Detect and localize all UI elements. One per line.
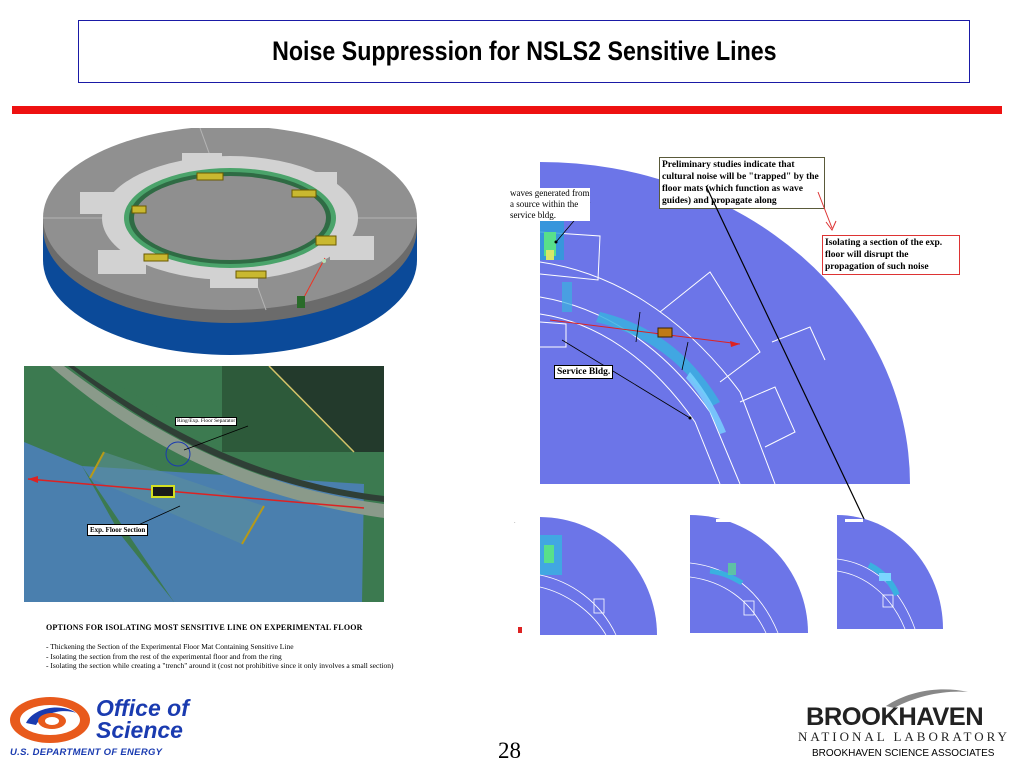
doe-label: U.S. DEPARTMENT OF ENERGY — [10, 747, 163, 758]
page-number: 28 — [498, 738, 521, 763]
simulation-snapshot-1: - — [514, 517, 657, 636]
floor-section-illustration — [24, 366, 384, 602]
option-item-3: - Isolating the section while creating a… — [46, 661, 394, 670]
ring-3d-illustration — [43, 128, 417, 355]
option-item-2: - Isolating the section from the rest of… — [46, 652, 282, 661]
slide-title: Noise Suppression for NSLS2 Sensitive Li… — [271, 36, 777, 66]
exp-floor-section-label: Exp. Floor Section — [87, 524, 149, 536]
office-line-2: Science — [96, 717, 183, 743]
ring-separator-label: Ring/Exp. Floor Separator — [175, 417, 238, 426]
brookhaven-subtitle: NATIONAL LABORATORY — [798, 729, 1010, 744]
svg-text:-: - — [514, 519, 516, 524]
simulation-main-view — [540, 162, 910, 484]
simulation-snapshot-3 — [836, 515, 943, 630]
office-line-1: Office of — [96, 695, 189, 721]
service-bldg-callout: Service Bldg. — [554, 365, 614, 379]
title-box: Noise Suppression for NSLS2 Sensitive Li… — [78, 20, 970, 83]
brookhaven-wordmark: BROOKHAVEN — [806, 703, 984, 731]
brookhaven-associates: BROOKHAVEN SCIENCE ASSOCIATES — [812, 748, 995, 759]
brookhaven-swoosh-icon — [886, 689, 968, 708]
waves-callout: waves generated from a source within the… — [510, 188, 590, 221]
office-of-science-wordmark: Office of Science — [96, 695, 189, 743]
office-of-science-logo-icon — [10, 697, 90, 743]
preliminary-callout: Preliminary studies indicate that cultur… — [659, 157, 825, 209]
title-rule — [12, 106, 1002, 114]
option-item-1: - Thickening the Section of the Experime… — [46, 642, 294, 651]
isolating-callout: Isolating a section of the exp. floor wi… — [822, 235, 960, 275]
options-title: OPTIONS FOR ISOLATING MOST SENSITIVE LIN… — [46, 623, 363, 632]
simulation-snapshot-2 — [689, 515, 808, 634]
